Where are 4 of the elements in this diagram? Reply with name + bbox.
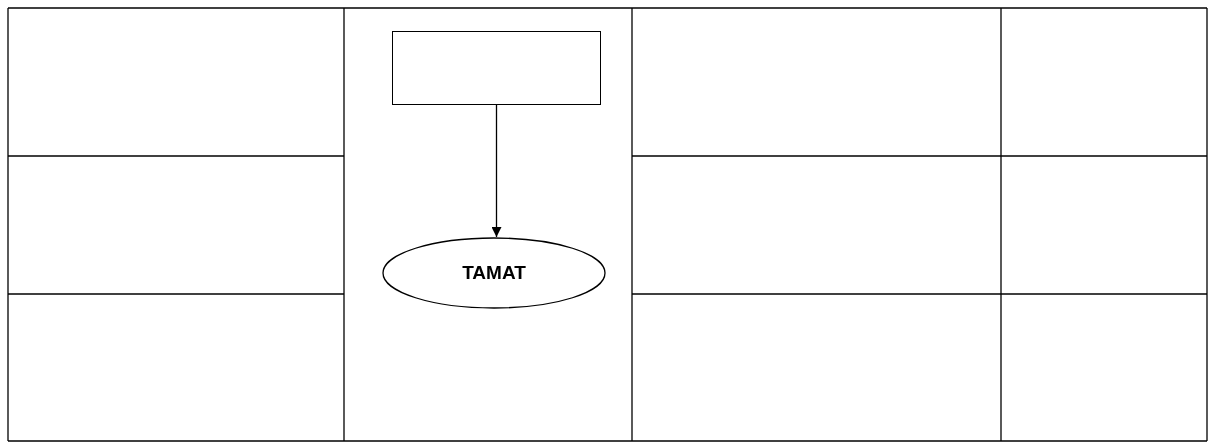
- node-label: TAMAT: [462, 262, 526, 284]
- process-box: [392, 31, 601, 105]
- arrow: [491, 104, 502, 238]
- terminal-ellipse: [382, 237, 606, 309]
